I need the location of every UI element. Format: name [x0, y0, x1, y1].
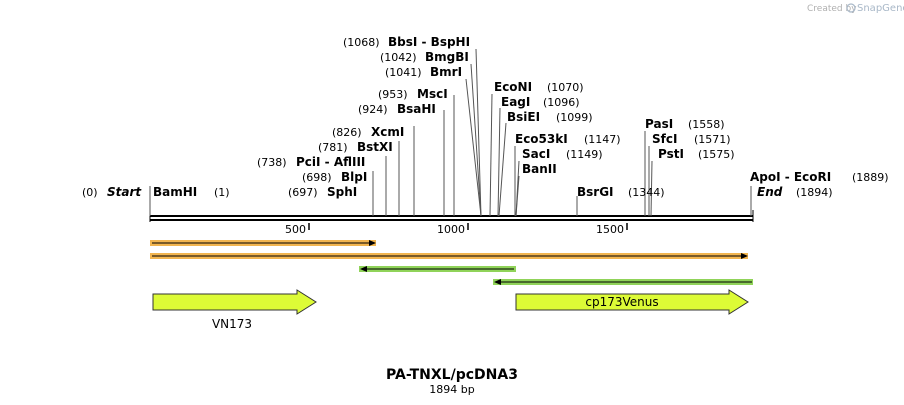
- site-position: (1041): [385, 66, 422, 79]
- site-bmgbi: (1042) BmgBI: [380, 50, 469, 64]
- site-position: (698): [302, 171, 332, 184]
- site-position: (1571): [694, 133, 731, 146]
- site-banii: BanII: [522, 162, 557, 176]
- primer-forward-1[interactable]: [150, 240, 376, 246]
- site-position: (738): [257, 156, 287, 169]
- site-eagi: EagI (1096): [501, 95, 580, 109]
- site-name: BstXI: [357, 140, 393, 154]
- site-pasi: PasI (1558): [645, 117, 725, 131]
- site-position: (1070): [547, 81, 584, 94]
- site-pcii-afliii: (738) PciI - AflIII: [257, 155, 365, 169]
- site-name: SphI: [327, 185, 357, 199]
- site-name: BsrGI: [577, 185, 614, 199]
- end-marker: End (1894): [757, 185, 833, 199]
- site-name: XcmI: [371, 125, 404, 139]
- site-position: (697): [288, 186, 318, 199]
- site-position: (1344): [628, 186, 665, 199]
- site-position: (1147): [584, 133, 621, 146]
- site-lines: [149, 48, 752, 217]
- feature-vn173[interactable]: VN173: [152, 289, 317, 331]
- ruler-tick: 500: [285, 223, 310, 236]
- site-name: BbsI - BspHI: [388, 35, 470, 49]
- site-position: (1889): [852, 171, 889, 184]
- site-position: (1): [214, 186, 230, 199]
- site-name: BsiEI: [507, 110, 540, 124]
- site-bsrgi: BsrGI (1344): [577, 185, 665, 199]
- site-position: (1068): [343, 36, 380, 49]
- site-name: EagI: [501, 95, 530, 109]
- map-length: 1894 bp: [429, 383, 474, 396]
- site-name: PciI - AflIII: [296, 155, 365, 169]
- site-name: BlpI: [341, 170, 367, 184]
- site-position: (953): [378, 88, 408, 101]
- feature-label: cp173Venus: [585, 295, 658, 309]
- end-position: (1894): [796, 186, 833, 199]
- site-saci: SacI (1149): [522, 147, 603, 161]
- start-label: Start: [107, 185, 142, 199]
- site-name: BanII: [522, 162, 557, 176]
- site-bsahi: (924) BsaHI: [358, 102, 436, 116]
- map-title: PA-TNXL/pcDNA3: [386, 367, 518, 383]
- site-position: (826): [332, 126, 362, 139]
- site-name: ApoI - EcoRI: [750, 170, 831, 184]
- site-name: BamHI: [153, 185, 197, 199]
- site-bbsi-bsphi: (1068) BbsI - BspHI: [343, 35, 470, 49]
- site-position: (924): [358, 103, 388, 116]
- site-apoi-ecori: ApoI - EcoRI (1889): [750, 170, 889, 184]
- site-name: BmgBI: [425, 50, 469, 64]
- site-name: PasI: [645, 117, 673, 131]
- site-name: MscI: [417, 87, 448, 101]
- snapgene-credit: Created by SnapGene: [807, 3, 904, 14]
- ruler: 500 1000 1500: [285, 223, 628, 236]
- site-bsiei: BsiEI (1099): [507, 110, 593, 124]
- credit-created-by: Created by: [807, 4, 857, 14]
- feature-cp173venus[interactable]: cp173Venus: [515, 289, 749, 315]
- restriction-sites: BamHI (1) (697) SphI (698) BlpI (738) Pc…: [153, 35, 889, 199]
- site-bmri: (1041) BmrI: [385, 65, 462, 79]
- site-position: (781): [318, 141, 348, 154]
- site-xcmi: (826) XcmI: [332, 125, 404, 139]
- backbone: [149, 210, 754, 222]
- start-marker: (0) Start: [82, 185, 142, 199]
- site-econi: EcoNI (1070): [494, 80, 584, 94]
- ruler-tick-label: 500: [285, 223, 306, 236]
- site-name: Eco53kI: [515, 132, 568, 146]
- map-title-block: PA-TNXL/pcDNA3 1894 bp: [386, 367, 518, 396]
- end-label: End: [757, 185, 783, 199]
- site-sphi: (697) SphI: [288, 185, 357, 199]
- site-position: (1096): [543, 96, 580, 109]
- start-position: (0): [82, 186, 98, 199]
- site-blpi: (698) BlpI: [302, 170, 367, 184]
- ruler-tick-label: 1500: [596, 223, 624, 236]
- site-psti: PstI (1575): [658, 147, 735, 161]
- site-name: SacI: [522, 147, 550, 161]
- site-name: BmrI: [430, 65, 462, 79]
- site-position: (1099): [556, 111, 593, 124]
- site-msci: (953) MscI: [378, 87, 448, 101]
- credit-brand: SnapGene: [857, 3, 904, 14]
- site-bstxi: (781) BstXI: [318, 140, 393, 154]
- ruler-tick: 1000: [437, 223, 469, 236]
- features: VN173 cp173Venus: [152, 289, 749, 331]
- feature-label: VN173: [212, 317, 252, 331]
- site-name: SfcI: [652, 132, 677, 146]
- site-sfci: SfcI (1571): [652, 132, 731, 146]
- ruler-tick-label: 1000: [437, 223, 465, 236]
- site-position: (1042): [380, 51, 417, 64]
- snapgene-logo-icon: [846, 3, 856, 13]
- primer-reverse-2[interactable]: [493, 279, 753, 285]
- primers: [150, 240, 753, 285]
- primer-reverse-1[interactable]: [359, 266, 516, 272]
- primer-forward-2[interactable]: [150, 253, 748, 259]
- site-bamhi: BamHI (1): [153, 185, 230, 199]
- site-name: EcoNI: [494, 80, 532, 94]
- site-name: BsaHI: [397, 102, 436, 116]
- site-position: (1575): [698, 148, 735, 161]
- site-position: (1149): [566, 148, 603, 161]
- ruler-tick: 1500: [596, 223, 628, 236]
- site-name: PstI: [658, 147, 684, 161]
- site-eco53ki: Eco53kI (1147): [515, 132, 621, 146]
- site-position: (1558): [688, 118, 725, 131]
